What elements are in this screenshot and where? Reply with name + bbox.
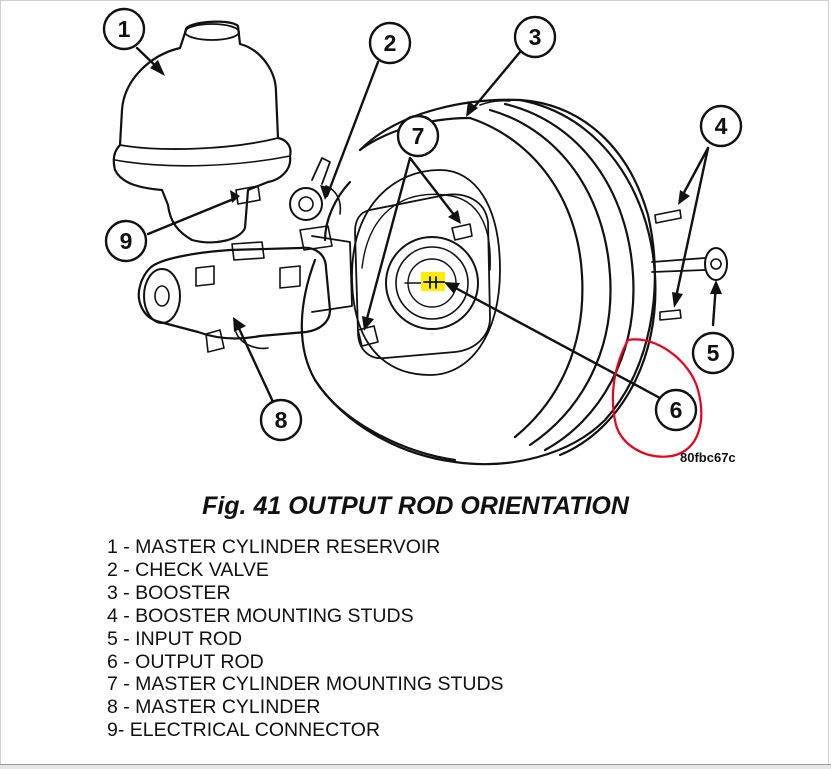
brake-booster-diagram: 1 2 3 4 5 6 7 8 <box>102 7 743 466</box>
master-cylinder-drawing <box>137 157 353 353</box>
legend-item: 3 - BOOSTER <box>107 581 231 604</box>
legend-item: 5 - INPUT ROD <box>107 627 243 650</box>
svg-text:7: 7 <box>412 123 425 149</box>
svg-text:9: 9 <box>120 228 133 254</box>
callout-9: 9 <box>104 219 148 263</box>
callout-6: 6 <box>654 388 698 432</box>
svg-text:1: 1 <box>118 16 131 42</box>
callout-2: 2 <box>368 21 412 65</box>
legend-item: 2 - CHECK VALVE <box>107 558 269 581</box>
callout-bubbles: 1 2 3 4 5 6 7 8 <box>102 7 743 442</box>
legend-item: 8 - MASTER CYLINDER <box>107 696 321 719</box>
reservoir-drawing <box>112 20 292 244</box>
leader-lines <box>135 46 718 406</box>
red-annotation-circle <box>611 338 703 458</box>
svg-text:3: 3 <box>529 24 542 50</box>
figure-caption: Fig. 41 OUTPUT ROD ORIENTATION <box>202 492 629 520</box>
callout-3: 3 <box>513 15 557 59</box>
svg-text:2: 2 <box>384 30 397 56</box>
figure-reference-code: 80fbc67c <box>680 450 736 465</box>
legend-item: 4 - BOOSTER MOUNTING STUDS <box>107 604 414 627</box>
parts-legend: 1 - MASTER CYLINDER RESERVOIR 2 - CHECK … <box>107 536 504 742</box>
callout-4: 4 <box>699 104 743 148</box>
leader-arrows <box>150 60 722 332</box>
bottom-border <box>0 764 831 769</box>
callout-7: 7 <box>396 114 440 158</box>
legend-item: 9- ELECTRICAL CONNECTOR <box>107 719 381 742</box>
booster-drawing <box>300 98 728 466</box>
callout-5: 5 <box>691 331 735 375</box>
callout-8: 8 <box>259 398 303 442</box>
legend-item: 7 - MASTER CYLINDER MOUNTING STUDS <box>107 673 504 696</box>
svg-text:8: 8 <box>275 407 288 433</box>
legend-item: 1 - MASTER CYLINDER RESERVOIR <box>107 536 441 558</box>
svg-text:5: 5 <box>707 340 720 366</box>
svg-text:6: 6 <box>670 397 683 423</box>
svg-text:4: 4 <box>715 113 728 139</box>
legend-item: 6 - OUTPUT ROD <box>107 650 264 673</box>
callout-1: 1 <box>102 7 146 51</box>
